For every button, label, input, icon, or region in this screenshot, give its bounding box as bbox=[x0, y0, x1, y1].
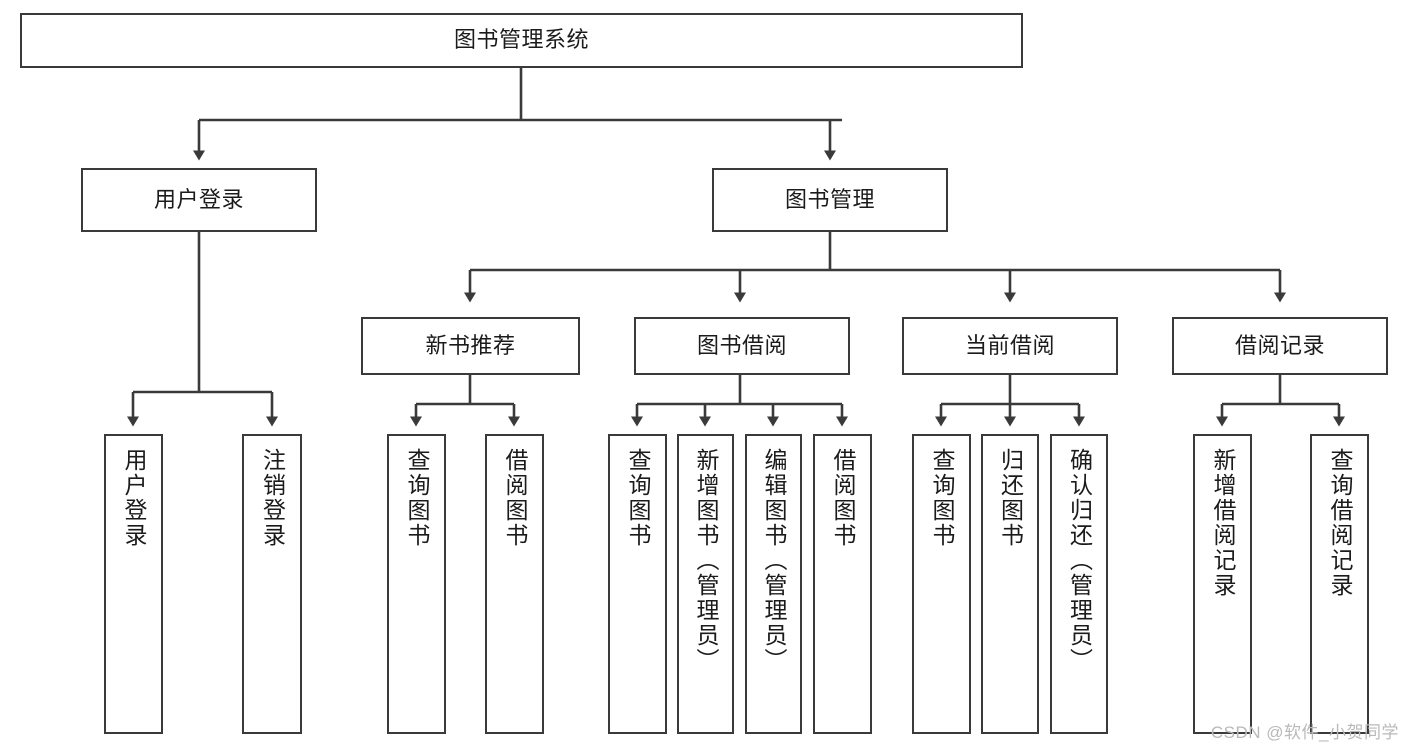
node-root[interactable]: 图书管理系统 bbox=[20, 13, 1023, 68]
node-leaf-query-book-2-label: 查询图书 bbox=[625, 448, 651, 548]
node-leaf-confirm-return-label: 确认归还（管理员） bbox=[1066, 448, 1093, 673]
node-user-login[interactable]: 用户登录 bbox=[81, 168, 317, 232]
node-leaf-add-record-label: 新增借阅记录 bbox=[1210, 448, 1236, 598]
node-root-label: 图书管理系统 bbox=[453, 27, 589, 53]
node-new-book-rec[interactable]: 新书推荐 bbox=[361, 317, 580, 375]
node-new-book-rec-label: 新书推荐 bbox=[425, 332, 516, 358]
node-leaf-query-record-label: 查询借阅记录 bbox=[1327, 448, 1353, 598]
node-leaf-query-book-3[interactable]: 查询图书 bbox=[912, 434, 971, 734]
node-leaf-query-book-3-label: 查询图书 bbox=[929, 448, 955, 548]
watermark: CSDN @软件_小贺同学 bbox=[1210, 723, 1399, 742]
node-leaf-borrow-book-2-label: 借阅图书 bbox=[830, 448, 856, 548]
node-book-manage-label: 图书管理 bbox=[784, 186, 875, 212]
node-leaf-query-book-1[interactable]: 查询图书 bbox=[387, 434, 446, 734]
node-leaf-user-login[interactable]: 用户登录 bbox=[104, 434, 163, 734]
node-leaf-user-login-label: 用户登录 bbox=[121, 448, 147, 548]
node-leaf-borrow-book-1-label: 借阅图书 bbox=[502, 448, 528, 548]
node-leaf-add-record[interactable]: 新增借阅记录 bbox=[1193, 434, 1252, 734]
node-leaf-query-record[interactable]: 查询借阅记录 bbox=[1310, 434, 1369, 734]
node-leaf-edit-book-label: 编辑图书（管理员） bbox=[761, 448, 787, 673]
node-book-borrow[interactable]: 图书借阅 bbox=[634, 317, 850, 375]
node-leaf-add-book-label: 新增图书（管理员） bbox=[693, 448, 719, 673]
node-leaf-query-book-1-label: 查询图书 bbox=[404, 448, 430, 548]
node-current-borrow-label: 当前借阅 bbox=[964, 332, 1055, 358]
node-user-login-label: 用户登录 bbox=[153, 186, 244, 212]
node-leaf-user-logout[interactable]: 注销登录 bbox=[242, 434, 302, 734]
node-borrow-record-label: 借阅记录 bbox=[1234, 332, 1325, 358]
node-leaf-confirm-return[interactable]: 确认归还（管理员） bbox=[1050, 434, 1108, 734]
node-leaf-return-book[interactable]: 归还图书 bbox=[981, 434, 1039, 734]
node-leaf-edit-book[interactable]: 编辑图书（管理员） bbox=[745, 434, 802, 734]
node-leaf-return-book-label: 归还图书 bbox=[997, 448, 1024, 548]
node-book-borrow-label: 图书借阅 bbox=[696, 332, 787, 358]
node-leaf-user-logout-label: 注销登录 bbox=[259, 448, 286, 548]
node-book-manage[interactable]: 图书管理 bbox=[712, 168, 948, 232]
node-borrow-record[interactable]: 借阅记录 bbox=[1172, 317, 1388, 375]
node-current-borrow[interactable]: 当前借阅 bbox=[902, 317, 1118, 375]
node-leaf-borrow-book-1[interactable]: 借阅图书 bbox=[485, 434, 544, 734]
node-leaf-query-book-2[interactable]: 查询图书 bbox=[608, 434, 667, 734]
node-leaf-borrow-book-2[interactable]: 借阅图书 bbox=[813, 434, 872, 734]
node-leaf-add-book[interactable]: 新增图书（管理员） bbox=[677, 434, 734, 734]
